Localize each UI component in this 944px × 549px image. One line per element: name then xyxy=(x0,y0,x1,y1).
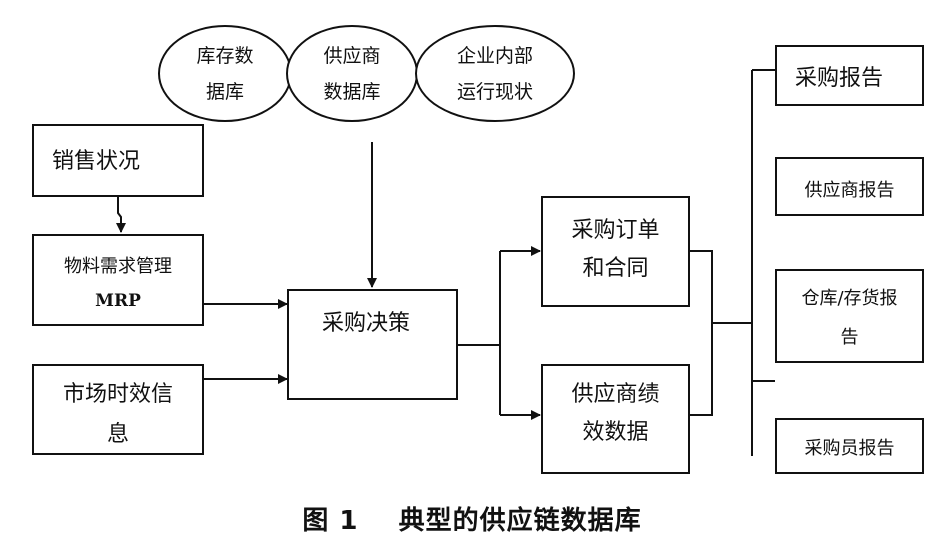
internal-operations-line2: 运行现状 xyxy=(456,80,533,103)
warehouse-report-line2: 告 xyxy=(840,327,859,348)
purchase-report-box: 采购报告 xyxy=(775,45,924,106)
purchase-order-line1: 采购订单 xyxy=(571,218,660,243)
buyer-report-box: 采购员报告 xyxy=(775,418,924,474)
purchase-order-box: 采购订单 和合同 xyxy=(541,196,690,307)
supplier-database-oval: 供应商 数据库 xyxy=(286,25,418,122)
mrp-label-line1: 物料需求管理 xyxy=(64,256,172,277)
mrp-label-line2: MRP xyxy=(95,291,141,311)
inventory-database-oval: 库存数 据库 xyxy=(158,25,292,122)
inventory-database-line2: 据库 xyxy=(205,80,244,103)
supplier-report-label: 供应商报告 xyxy=(804,180,895,201)
sales-status-box: 销售状况 xyxy=(32,124,204,197)
supplier-performance-line2: 效数据 xyxy=(582,420,649,445)
market-info-line1: 市场时效信 xyxy=(62,382,173,407)
supplier-performance-line1: 供应商绩 xyxy=(571,382,660,407)
warehouse-report-box: 仓库/存货报 告 xyxy=(775,269,924,363)
purchase-decision-label: 采购决策 xyxy=(322,311,411,336)
mrp-box: 物料需求管理 MRP xyxy=(32,234,204,326)
internal-operations-oval: 企业内部 运行现状 xyxy=(415,25,575,122)
market-info-box: 市场时效信 息 xyxy=(32,364,204,455)
buyer-report-label: 采购员报告 xyxy=(804,438,895,459)
supplier-database-line2: 数据库 xyxy=(323,80,381,103)
supplier-performance-box: 供应商绩 效数据 xyxy=(541,364,690,474)
line-order-out xyxy=(690,250,713,323)
supplier-database-line1: 供应商 xyxy=(323,44,381,67)
purchase-report-label: 采购报告 xyxy=(795,66,884,91)
figure-caption: 图 1 典型的供应链数据库 xyxy=(302,506,642,536)
arrow-sales-to-mrp xyxy=(116,197,126,233)
warehouse-report-line1: 仓库/存货报 xyxy=(801,288,898,309)
purchase-order-line2: 和合同 xyxy=(582,256,649,281)
line-performance-out xyxy=(690,323,713,416)
purchase-decision-box: 采购决策 xyxy=(287,289,458,400)
internal-operations-line1: 企业内部 xyxy=(456,44,533,67)
sales-status-label: 销售状况 xyxy=(52,149,141,174)
supplier-report-box: 供应商报告 xyxy=(775,157,924,216)
market-info-line2: 息 xyxy=(106,422,129,447)
inventory-database-line1: 库存数 xyxy=(196,44,254,67)
